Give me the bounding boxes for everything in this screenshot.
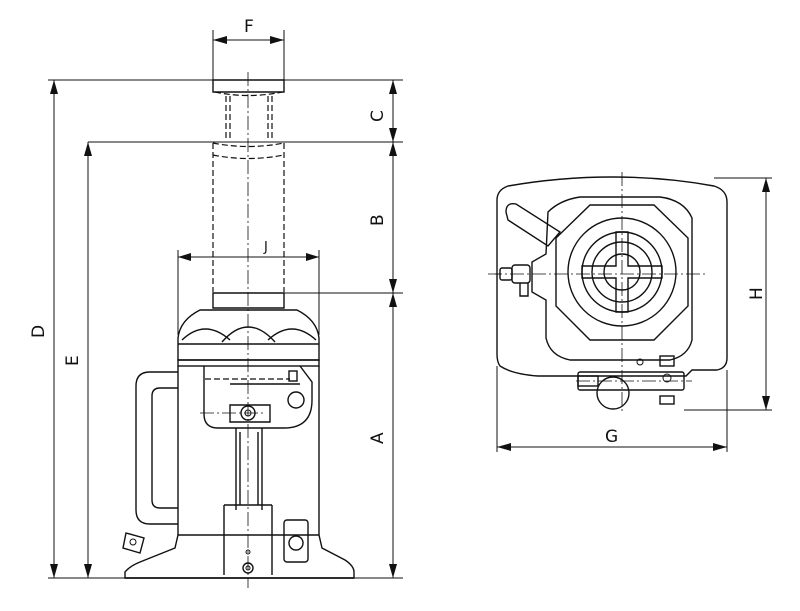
label-j: J [263, 240, 268, 255]
dimension-a: A [368, 293, 397, 578]
label-a: A [368, 432, 388, 444]
octagon-body [555, 204, 689, 341]
dimension-e: E [63, 142, 92, 578]
dimension-f: F [212, 17, 285, 80]
valve-block [203, 365, 313, 429]
label-g: G [605, 427, 618, 447]
pump-column [223, 428, 273, 575]
dimension-j: J [177, 240, 320, 335]
cross-slot [581, 231, 663, 313]
pump-socket [577, 355, 685, 410]
housing-outline [531, 196, 693, 361]
dimension-g: G [497, 427, 727, 451]
jack-cap [212, 79, 285, 140]
top-view: G H [488, 172, 772, 452]
label-h: H [747, 287, 767, 300]
left-valve-knob [495, 264, 531, 297]
label-e: E [63, 355, 83, 366]
dimension-c: C [368, 80, 397, 142]
dimension-d: D [29, 80, 58, 578]
dimension-b: B [368, 142, 397, 293]
label-d: D [29, 325, 49, 338]
base-plate-outline [496, 176, 728, 377]
jack-base [122, 532, 355, 579]
jack-saddle [212, 292, 285, 309]
label-f: F [244, 17, 254, 37]
jack-handle [135, 371, 178, 525]
dimension-h: H [747, 178, 770, 410]
lever-handle [505, 202, 562, 247]
label-c: C [368, 110, 388, 122]
jack-ram [212, 142, 285, 292]
release-valve [283, 519, 309, 563]
label-b: B [368, 214, 388, 226]
side-view: F [29, 17, 403, 588]
